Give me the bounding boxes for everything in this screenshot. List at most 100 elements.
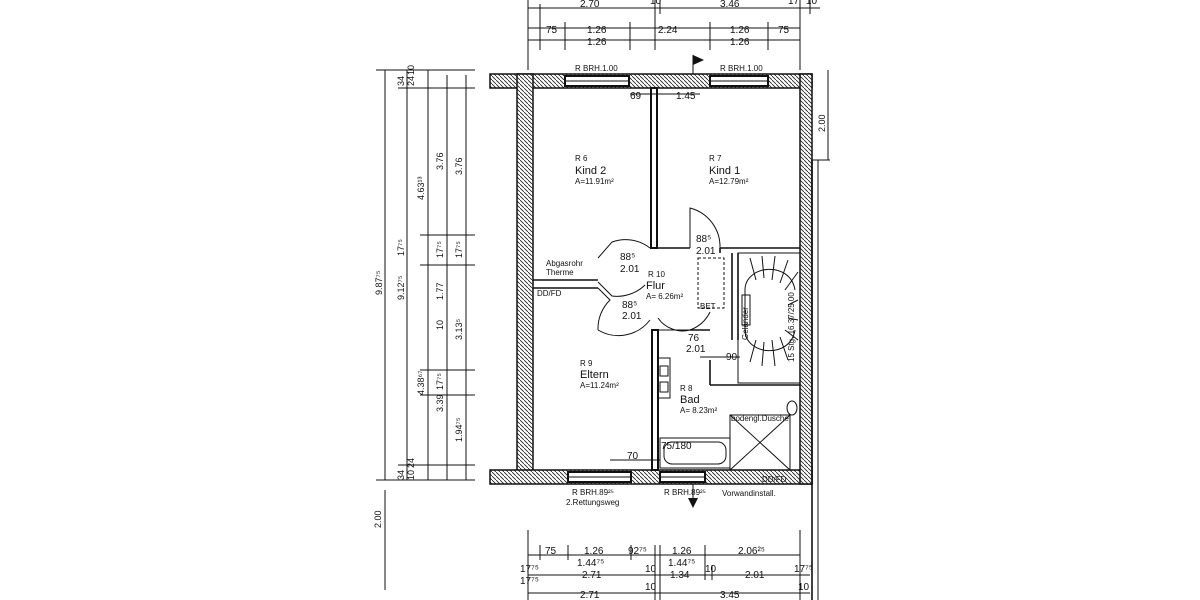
left-dim-4: 24 xyxy=(406,76,416,86)
door-el-dim-b: 2.01 xyxy=(622,311,642,322)
door-el-dim-a: 88⁵ xyxy=(622,300,637,311)
room-bad-name: Bad xyxy=(680,394,700,406)
top-dim-2: 10 xyxy=(650,0,662,7)
window-label-top-left: R BRH.1.00 xyxy=(575,64,618,73)
left-dim-14: 1.77 xyxy=(435,282,445,300)
room-flur-name: Flur xyxy=(646,280,665,292)
room-kind2-area: A=11.91m² xyxy=(575,177,614,186)
bottom-dim-1: 75 xyxy=(545,546,557,557)
top-dim-3: 3.46 xyxy=(720,0,740,10)
left-dim-13: 17⁷⁵ xyxy=(435,241,445,258)
room-kind1-number: R 7 xyxy=(709,154,722,163)
section-markers xyxy=(688,55,704,508)
right-dim-top: 2.00 xyxy=(817,114,827,132)
window-labels: R BRH.1.00 R BRH.1.00 R BRH.89²⁵ 2.Rettu… xyxy=(566,64,776,507)
staircase xyxy=(737,252,801,384)
top-dim-10: 75 xyxy=(778,25,790,36)
left-dim-11: 34 xyxy=(396,470,406,480)
left-dimension-chains: 9.87⁷⁵ 9.12⁷⁵ 17⁷⁵ 24 10 34 4.63¹³ 4.38⁶… xyxy=(373,65,475,590)
bottom-dim-7: 1.44⁷⁵ xyxy=(668,558,695,569)
bath-fixtures xyxy=(657,257,798,471)
interior-walls xyxy=(533,87,800,471)
left-dim-3: 17⁷⁵ xyxy=(396,239,406,256)
outer-walls xyxy=(489,73,830,600)
bottom-dim-12: 10 xyxy=(705,564,717,575)
top-dim-12: 1.26 xyxy=(730,37,750,48)
left-dim-1: 9.87⁷⁵ xyxy=(374,270,384,295)
left-dim-12: 3.76 xyxy=(435,152,445,170)
bottom-dim-17: 2.71 xyxy=(580,590,600,600)
note-dusche: bodengl.Dusche xyxy=(731,414,789,423)
top-dim-7: 1.26 xyxy=(587,25,607,36)
door-k1-dim-b: 2.01 xyxy=(696,246,716,257)
note-ddfd-right: DD/FD xyxy=(762,475,787,484)
bottom-dim-2: 1.26 xyxy=(584,546,604,557)
left-dim-15: 10 xyxy=(435,320,445,330)
room-bad-number: R 8 xyxy=(680,384,693,393)
bottom-dim-14: 17⁷⁵ xyxy=(794,564,813,575)
top-dim-4: 17 xyxy=(788,0,800,7)
bottom-dim-11: 1.34 xyxy=(670,570,690,581)
bottom-dim-19: 17⁷⁵ xyxy=(520,576,539,587)
room-kind2-name: Kind 2 xyxy=(575,165,606,177)
top-dim-1: 2.70 xyxy=(580,0,600,10)
left-dim-16: 3.39 xyxy=(435,394,445,412)
room-eltern-name: Eltern xyxy=(580,369,609,381)
bottom-dim-5: 2.06²⁵ xyxy=(738,546,765,557)
window-note-bottom-right: Vorwandinstall. xyxy=(722,489,776,498)
left-dim-9: 10 xyxy=(406,470,416,480)
top-dimension-chains: 2.70 10 3.46 17 10 75 1.26 2.24 1.26 75 … xyxy=(527,0,820,70)
left-dim-2: 9.12⁷⁵ xyxy=(396,275,406,300)
left-dim-18: 3.76 xyxy=(454,157,464,175)
interior-dim-145: 1.45 xyxy=(676,91,696,102)
top-dim-5: 10 xyxy=(806,0,818,7)
bottom-dim-13: 2.01 xyxy=(745,570,765,581)
left-dim-7: 4.63¹³ xyxy=(416,176,426,200)
room-kind2-number: R 6 xyxy=(575,154,588,163)
room-kind1-area: A=12.79m² xyxy=(709,177,749,186)
right-dimension: 2.00 xyxy=(817,70,829,160)
plan-notes: Abgasrohr Therme DD/FD DD/FD BET Gelände… xyxy=(537,259,796,484)
left-dim-8: 4.38⁶⁷ xyxy=(416,371,426,395)
room-eltern-area: A=11.24m² xyxy=(580,381,619,390)
window-label-bottom-left: R BRH.89²⁵ xyxy=(572,488,614,497)
window-label-top-right: R BRH.1.00 xyxy=(720,64,763,73)
bottom-dimension-chains: 75 1.26 92⁷⁵ 1.26 2.06²⁵ 1.44⁷⁵ 1.44⁷⁵ 1… xyxy=(520,530,813,600)
door-bad-dim-b: 2.01 xyxy=(686,344,706,355)
bottom-dim-4: 1.26 xyxy=(672,546,692,557)
window-note-bottom-left: 2.Rettungsweg xyxy=(566,498,619,507)
bottom-dim-8: 17⁷⁵ xyxy=(520,564,539,575)
left-dim-5: 10 xyxy=(406,65,416,75)
left-dim-17: 17⁷⁵ xyxy=(435,373,445,390)
bottom-dim-3: 92⁷⁵ xyxy=(628,546,647,557)
door-bad-dim-a: 76 xyxy=(688,333,700,344)
note-ddfd-left: DD/FD xyxy=(537,289,562,298)
window-label-bottom-right: R BRH.89²⁵ xyxy=(664,488,706,497)
bottom-dim-10: 10 xyxy=(645,564,657,575)
door-k2-dim-a: 88⁵ xyxy=(620,252,635,263)
bottom-dim-18: 3.45 xyxy=(720,590,740,600)
note-bet: BET xyxy=(700,302,716,311)
door-k2-dim-b: 2.01 xyxy=(620,264,640,275)
room-flur-area: A= 6.26m² xyxy=(646,292,683,301)
note-abgasrohr: Abgasrohr xyxy=(546,259,583,268)
left-dim-10: 24 xyxy=(406,458,416,468)
room-kind1-name: Kind 1 xyxy=(709,165,740,177)
bad-width-dim: 90 xyxy=(726,352,738,363)
top-dim-6: 75 xyxy=(546,25,558,36)
top-dim-8: 2.24 xyxy=(658,25,678,36)
bottom-dim-9: 2.71 xyxy=(582,570,602,581)
left-dim-20: 3.13⁵ xyxy=(454,318,464,340)
room-flur-number: R 10 xyxy=(648,270,665,279)
top-dim-9: 1.26 xyxy=(730,25,750,36)
interior-dimensions: 69 1.45 88⁵ 2.01 88⁵ 2.01 88⁵ 2.01 76 2.… xyxy=(610,91,740,462)
room-labels: R 6 Kind 2 A=11.91m² R 7 Kind 1 A=12.79m… xyxy=(575,154,749,415)
doors xyxy=(597,207,721,337)
left-dim-21: 1.94⁷⁵ xyxy=(454,417,464,442)
note-stair: 15 Stg. 16.37/25.00 xyxy=(787,292,796,362)
room-bad-area: A= 8.23m² xyxy=(680,406,717,415)
room-eltern-number: R 9 xyxy=(580,359,593,368)
bottom-dim-15: 10 xyxy=(645,582,657,593)
tub-size: 75/180 xyxy=(661,441,692,452)
